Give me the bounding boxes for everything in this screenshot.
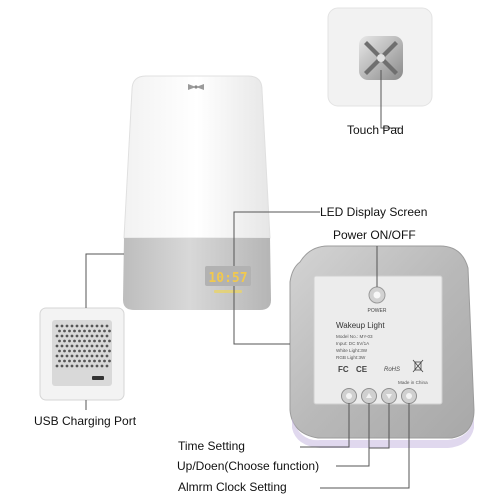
usb-charging-port-label: USB Charging Port bbox=[34, 414, 137, 428]
touch-pad-icon bbox=[359, 36, 403, 80]
lamp-top-body bbox=[123, 75, 271, 239]
back-panel: POWER Wakeup Light Model No.: MY-03 Inpu… bbox=[289, 245, 475, 448]
led-display-time: 10:57 bbox=[208, 271, 247, 286]
power-button[interactable] bbox=[368, 286, 386, 304]
led-display-label: LED Display Screen bbox=[320, 205, 428, 219]
alarm-clock-setting-button[interactable] bbox=[401, 388, 417, 404]
power-button-label: POWER bbox=[368, 308, 387, 314]
callout-led-display bbox=[233, 211, 320, 266]
speaker-grille bbox=[55, 324, 111, 368]
usb-port-inset bbox=[39, 307, 125, 401]
spec-white-light: White Light:3W bbox=[336, 348, 368, 353]
down-button[interactable] bbox=[381, 388, 397, 404]
callout-touch-pad bbox=[380, 70, 400, 129]
usb-port bbox=[92, 376, 104, 380]
touch-pad-label: Touch Pad bbox=[347, 123, 404, 137]
callout-up-down bbox=[336, 403, 370, 467]
spec-input: Input: DC 5V/1A bbox=[336, 341, 370, 346]
callout-lines bbox=[85, 70, 410, 489]
led-display: 10:57 bbox=[205, 266, 251, 293]
time-setting-button[interactable] bbox=[341, 388, 357, 404]
time-setting-label: Time Setting bbox=[178, 439, 245, 453]
callout-alarm-clock bbox=[320, 403, 410, 489]
callout-usb-to-lamp bbox=[85, 253, 124, 308]
cert-ce-icon: CE bbox=[356, 365, 368, 374]
up-down-label: Up/Doen(Choose function) bbox=[177, 459, 320, 473]
touch-pad-inset bbox=[327, 7, 433, 107]
made-in-china: Made in China bbox=[398, 380, 428, 385]
callout-up-down-join bbox=[369, 403, 390, 449]
alarm-clock-setting-label: Almrm Clock Setting bbox=[178, 480, 287, 494]
up-button[interactable] bbox=[361, 388, 377, 404]
weee-bin-icon bbox=[412, 359, 424, 373]
wakeup-lamp: 10:57 bbox=[123, 75, 271, 310]
callout-led-to-panel bbox=[233, 286, 290, 345]
spec-model: Model No.: MY-03 bbox=[336, 334, 373, 339]
lamp-touch-symbol-icon bbox=[188, 84, 204, 90]
callout-time-setting bbox=[300, 403, 350, 448]
power-label: Power ON/OFF bbox=[333, 228, 416, 242]
spec-rgb-light: RGB Light:3W bbox=[336, 355, 366, 360]
cert-fc-icon: FC bbox=[338, 365, 349, 374]
cert-rohs-icon: RoHS bbox=[384, 367, 400, 373]
back-panel-title: Wakeup Light bbox=[336, 321, 385, 330]
